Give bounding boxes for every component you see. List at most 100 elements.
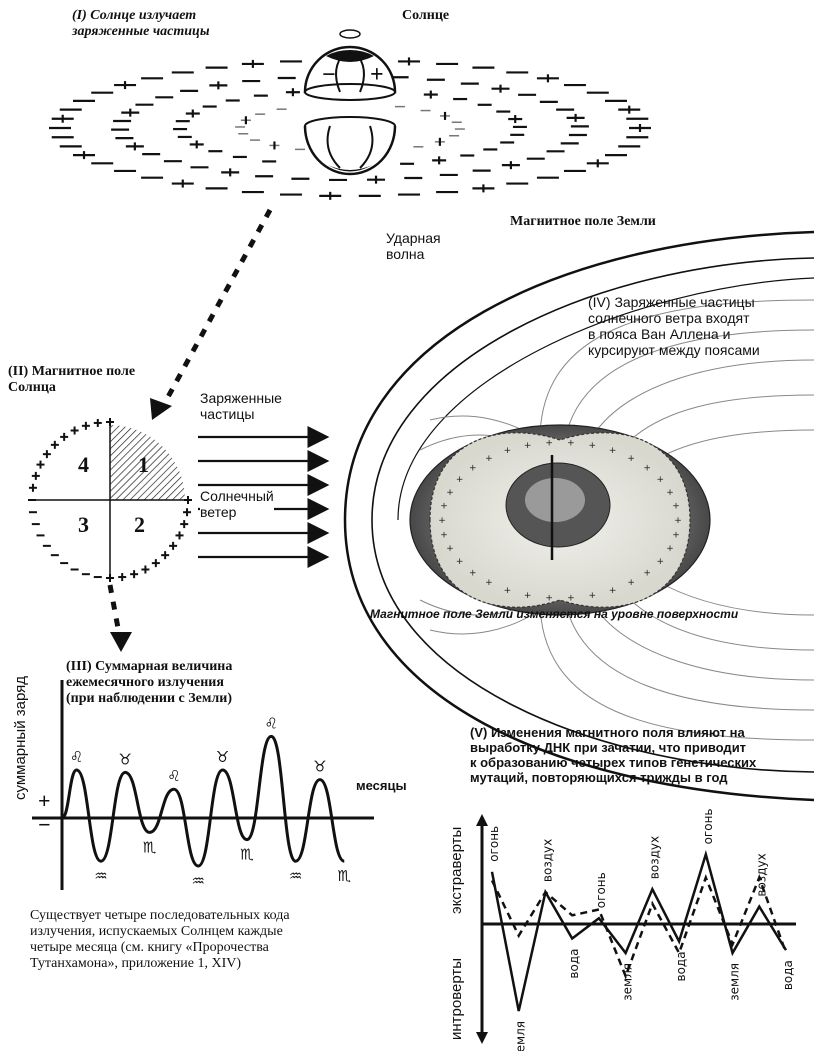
sun-field-title: (II) Магнитное поле Солнца <box>8 364 135 396</box>
belts-label: (IV) Заряженные частицы солнечного ветра… <box>588 294 760 358</box>
chart-v-series-dashed <box>492 878 786 977</box>
chart-v-point-label: земля <box>514 1021 528 1051</box>
belts-line-1: (IV) Заряженные частицы <box>588 294 760 310</box>
chart-v-point-label: огонь <box>487 826 501 862</box>
chart-v-title: (V) Изменения магнитного поля влияют на … <box>470 726 756 786</box>
wind-line-2: ветер <box>200 504 274 520</box>
caption-line-4: Тутанхамона», приложение 1, XIV) <box>30 956 290 972</box>
chart-iii-peak-symbol: ♌ <box>167 767 180 785</box>
chart-iii-xlabel: месяцы <box>356 779 407 794</box>
chart-v-ylabel-top: экстраверты <box>448 827 465 914</box>
belts-line-2: солнечного ветра входят <box>588 310 760 326</box>
belt-charge-mark: + <box>674 516 682 526</box>
chart-iii-peak-symbol: ♒ <box>192 872 205 890</box>
chart-iii-ylabel: суммарный заряд <box>12 676 29 800</box>
belt-charge-mark: + <box>589 591 597 601</box>
sun-field-title-line-1: (II) Магнитное поле <box>8 364 135 380</box>
belts-line-4: курсируют между поясами <box>588 342 760 358</box>
sun-title: Солнце <box>402 8 449 24</box>
chart-v-point-label: земля <box>728 963 742 1001</box>
sun-plus-sign: + <box>370 62 384 90</box>
dotted-arrow-sun-to-field <box>162 210 270 408</box>
chart-iii-peak-symbol: ♏ <box>338 867 352 885</box>
shock-line-1: Ударная <box>386 230 441 246</box>
caption-line-2: излучения, испускаемых Солнцем каждые <box>30 924 290 940</box>
belt-charge-mark: + <box>504 586 512 596</box>
belt-charge-mark: + <box>666 544 674 554</box>
quadrant-3: 3 <box>78 512 89 537</box>
chart-v-point-label: вода <box>567 949 581 979</box>
chart-iii-peak-symbol: ♉ <box>313 758 326 776</box>
charged-particles-label: Заряженные частицы <box>200 390 282 422</box>
chart-iii-peak-symbol: ♒ <box>289 867 302 885</box>
chart-iii-peak-symbol: ♉ <box>119 750 132 768</box>
chart-v-title-line-2: выработку ДНК при зачатии, что приводит <box>470 741 756 756</box>
belt-charge-mark: + <box>627 578 635 588</box>
chart-iii-peak-symbol: ♏ <box>143 838 157 856</box>
belt-charge-mark: + <box>485 578 493 588</box>
chart-iii-peak-symbol: ♒ <box>94 867 107 885</box>
belt-charge-mark: + <box>627 454 635 464</box>
chart-v-point-label: воздух <box>754 853 768 896</box>
belt-charge-mark: + <box>609 446 617 456</box>
chart-iii-series-line <box>62 736 344 866</box>
belt-charge-mark: + <box>485 454 493 464</box>
caption-line-1: Существует четыре последовательных кода <box>30 908 290 924</box>
chart-iii-peak-symbol: ♌ <box>70 748 83 766</box>
charged-line-1: Заряженные <box>200 390 282 406</box>
earth-field-title: Магнитное поле Земли <box>510 214 656 230</box>
dotted-arrow-field-to-chart <box>110 585 118 628</box>
belt-charge-mark: + <box>643 569 651 579</box>
chart-iii-peak-symbol: ♌ <box>265 714 278 732</box>
belt-charge-mark: + <box>456 557 464 567</box>
chart-iii-title-line-1: (III) Суммарная величина <box>66 659 232 675</box>
belt-charge-mark: + <box>446 488 454 498</box>
chart-v-point-label: огонь <box>594 872 608 908</box>
belt-charge-mark: + <box>657 475 665 485</box>
sun-field-title-line-2: Солнца <box>8 380 135 396</box>
chart-v-y-arrow-up <box>476 814 488 826</box>
chart-iii-caption: Существует четыре последовательных кода … <box>30 908 290 972</box>
belt-charge-mark: + <box>672 502 680 512</box>
chart-iii-minus: − <box>38 812 51 837</box>
belt-charge-mark: + <box>524 591 532 601</box>
solar-wind-label: Солнечный ветер <box>200 488 274 520</box>
chart-v-title-line-1: (V) Изменения магнитного поля влияют на <box>470 726 756 741</box>
chart-v-point-label: огонь <box>701 808 715 844</box>
chart-v-ylabel-bottom: интроверты <box>448 958 465 1040</box>
quadrant-2: 2 <box>134 512 145 537</box>
chart-iii: ♌♒♉♏♌♒♉♏♌♒♉♏ <box>32 680 374 890</box>
belt-charge-mark: + <box>643 463 651 473</box>
belt-charge-mark: + <box>567 438 575 448</box>
belt-charge-mark: + <box>545 594 553 604</box>
quadrant-4: 4 <box>78 452 89 477</box>
sun-emits-line-2: заряженные частицы <box>72 24 210 40</box>
belt-charge-mark: + <box>524 441 532 451</box>
chart-iii-peak-symbol: ♉ <box>216 748 229 766</box>
chart-v-title-line-4: мутаций, повторяющихся трижды в год <box>470 771 756 786</box>
belt-charge-mark: + <box>657 557 665 567</box>
wind-line-1: Солнечный <box>200 488 274 504</box>
belt-charge-mark: + <box>469 569 477 579</box>
chart-v-point-label: вода <box>781 960 795 990</box>
sun-emits-label: (I) Солнце излучает заряженные частицы <box>72 8 210 40</box>
chart-iii-title: (III) Суммарная величина ежемесячного из… <box>66 659 232 707</box>
belt-charge-mark: + <box>456 475 464 485</box>
belt-charge-mark: + <box>589 441 597 451</box>
chart-iii-title-line-3: (при наблюдении с Земли) <box>66 691 232 707</box>
belt-charge-mark: + <box>609 586 617 596</box>
chart-v: огонь земля воздух вода огонь земля воздух вода… <box>476 808 796 1051</box>
sun-field-disc <box>28 418 192 582</box>
sun-globe <box>305 30 395 174</box>
caption-line-3: четыре месяца (см. книгу «Пророчества <box>30 940 290 956</box>
belt-charge-mark: + <box>504 446 512 456</box>
belt-charge-mark: + <box>440 502 448 512</box>
chart-v-point-label: воздух <box>647 836 661 879</box>
sun-minus-sign: − <box>322 62 336 90</box>
chart-v-point-label: воздух <box>540 839 554 882</box>
belt-charge-mark: + <box>469 463 477 473</box>
sun-emits-line-1: (I) Солнце излучает <box>72 8 210 24</box>
belt-charge-mark: + <box>446 544 454 554</box>
